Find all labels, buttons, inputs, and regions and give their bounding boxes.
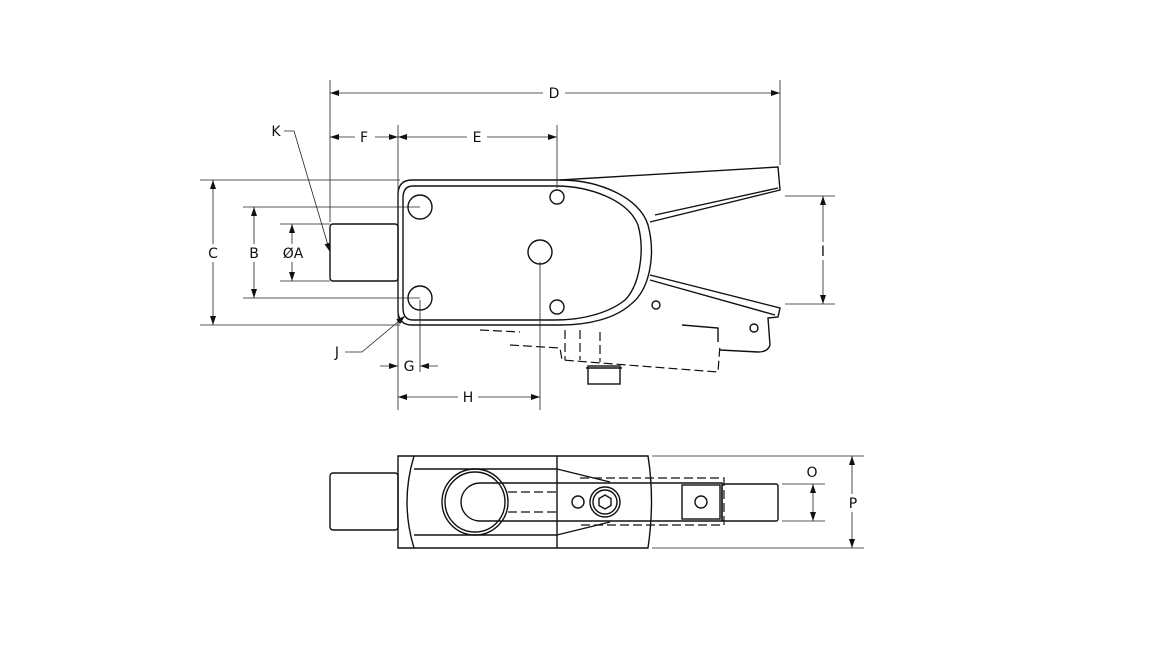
dim-label-e: E: [473, 130, 482, 146]
pivot-hole: [549, 299, 565, 315]
hub-outer: [441, 468, 509, 536]
hex-screw-ring: [592, 489, 618, 515]
hidden-outline: [580, 477, 725, 526]
clevis-top: [681, 484, 721, 520]
hex-screw-top: [589, 486, 621, 518]
body-top: [397, 455, 653, 549]
clevis: [681, 324, 719, 342]
body-top-detail: [406, 455, 558, 549]
dim-label-d: D: [549, 86, 560, 102]
hidden-linkage: [479, 329, 721, 373]
dim-label-k: K: [271, 124, 281, 140]
top-view: [329, 455, 779, 549]
dim-label-p: P: [849, 496, 857, 512]
jaw-pin: [749, 323, 759, 333]
arm: [460, 482, 723, 522]
hex-socket-icon: [598, 494, 612, 510]
dimensions-top: [652, 455, 864, 549]
dim-label-c: C: [208, 246, 218, 262]
pin: [329, 223, 399, 282]
pivot-hole: [549, 189, 565, 205]
dim-label-a: ØA: [283, 246, 304, 262]
upper-jaw-edge: [654, 187, 779, 216]
dim-label-b: B: [249, 246, 259, 262]
lower-jaw-edge: [649, 279, 776, 316]
hub-ring: [444, 471, 506, 533]
rod-top: [721, 483, 779, 522]
hidden-lines: [508, 491, 560, 513]
front-view: [329, 166, 781, 385]
arm-hole: [571, 495, 585, 509]
hex-screw: [587, 365, 621, 385]
pin-top: [329, 472, 399, 531]
clevis-hole: [694, 495, 708, 509]
body-taper: [556, 468, 611, 536]
center-hole: [527, 239, 553, 265]
dim-label-g: G: [404, 359, 415, 375]
dim-label-i: I: [821, 244, 825, 260]
dim-label-f: F: [360, 130, 368, 146]
dim-label-j: J: [334, 345, 339, 361]
lower-jaw: [649, 274, 781, 353]
upper-jaw: [559, 166, 781, 223]
body-inner-edge: [402, 185, 642, 321]
body-outline: [397, 179, 653, 326]
jaw-pin: [651, 300, 661, 310]
dim-label-h: H: [463, 390, 474, 406]
dim-label-o: O: [806, 465, 817, 481]
